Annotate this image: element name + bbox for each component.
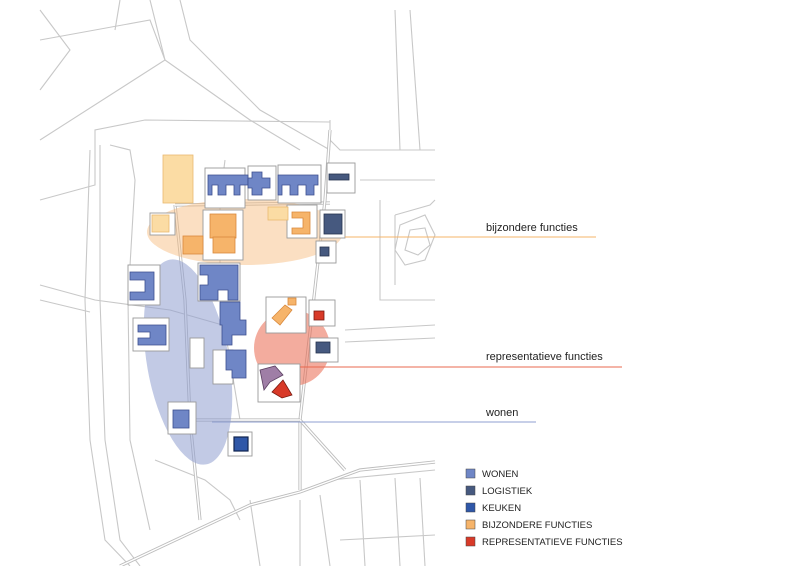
legend-label-logistiek: LOGISTIEK: [482, 486, 533, 497]
legend-label-representatieve-functies: REPRESENTATIEVE FUNCTIES: [482, 537, 623, 548]
label-bijzondere-functies: bijzondere functies: [486, 222, 578, 234]
buildings-wonen: [129, 171, 319, 429]
legend-swatch-keuken: [465, 502, 476, 513]
building-keuken: [233, 436, 249, 452]
legend-swatch-logistiek: [465, 485, 476, 496]
legend-swatch-bijzondere-functies: [465, 519, 476, 530]
zone-wonen: [143, 259, 233, 465]
label-representatieve-functies: representatieve functies: [486, 351, 603, 363]
legend-swatch-wonen: [465, 468, 476, 479]
label-wonen: wonen: [485, 407, 518, 419]
buildings-representatieve-functies: [259, 310, 331, 399]
buildings-logistiek: [319, 173, 350, 257]
legend-label-wonen: WONEN: [482, 469, 519, 480]
legend-label-bijzondere-functies: BIJZONDERE FUNCTIES: [482, 520, 592, 531]
legend: WONEN LOGISTIEK KEUKEN BIJZONDERE FUNCTI…: [465, 468, 623, 548]
legend-label-keuken: KEUKEN: [482, 503, 521, 514]
buildings-bijzondere-functies: [151, 154, 311, 326]
legend-swatch-representatieve-functies: [465, 536, 476, 547]
